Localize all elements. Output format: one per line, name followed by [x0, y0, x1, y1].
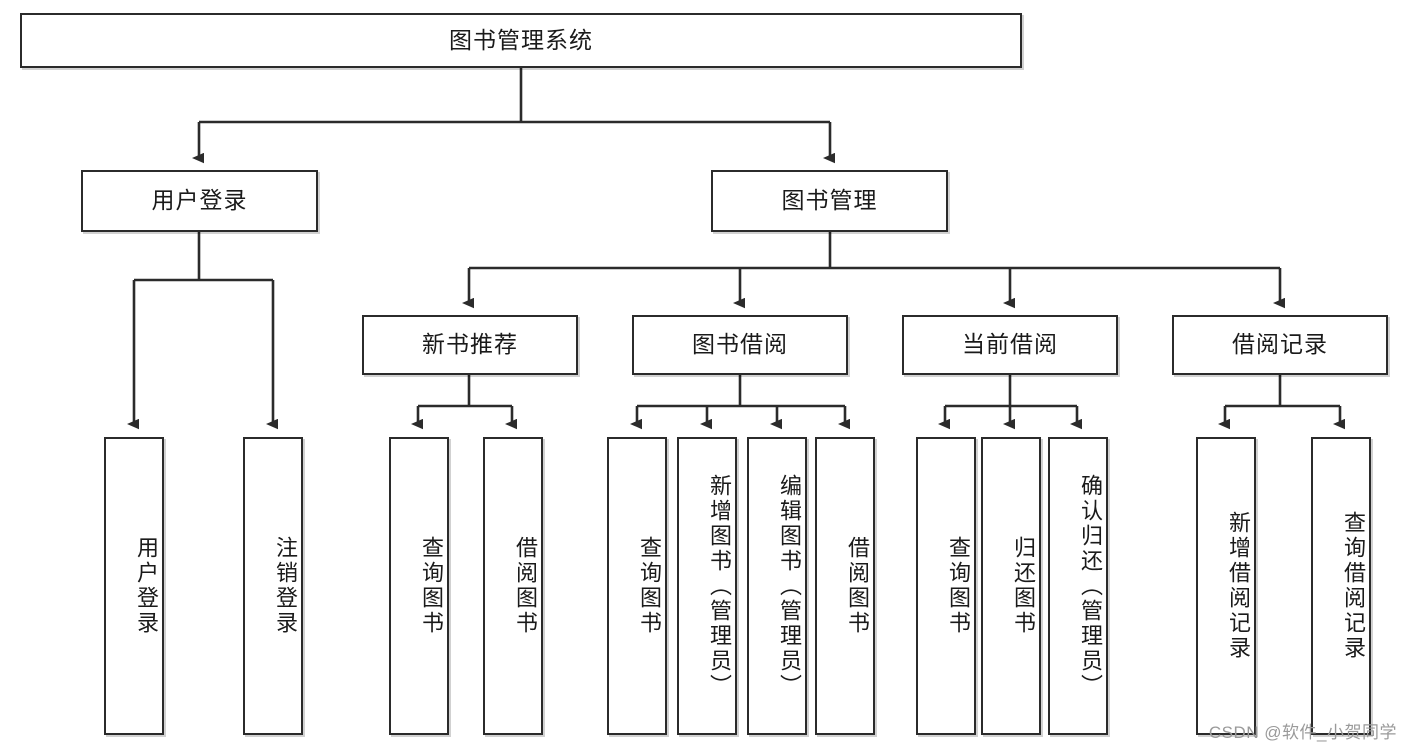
node-label: 图书借阅: [692, 331, 788, 358]
node-label: 查询图书: [419, 536, 444, 636]
leaf-add-borrow-record[interactable]: 新增借阅记录: [1196, 437, 1256, 735]
leaf-edit-book-admin[interactable]: 编辑图书（管理员）: [747, 437, 807, 735]
node-label: 查询图书: [946, 536, 971, 636]
node-label: 借阅记录: [1232, 331, 1328, 358]
leaf-query-book-current[interactable]: 查询图书: [916, 437, 976, 735]
node-new-book-recommend[interactable]: 新书推荐: [362, 315, 578, 375]
leaf-query-borrow-record[interactable]: 查询借阅记录: [1311, 437, 1371, 735]
leaf-confirm-return-admin[interactable]: 确认归还（管理员）: [1048, 437, 1108, 735]
leaf-query-book-new-recommend[interactable]: 查询图书: [389, 437, 449, 735]
node-borrow-record[interactable]: 借阅记录: [1172, 315, 1388, 375]
node-label: 查询图书: [637, 536, 662, 636]
node-label: 确认归还（管理员）: [1078, 473, 1103, 699]
node-label: 图书管理系统: [449, 26, 593, 53]
leaf-add-book-admin[interactable]: 新增图书（管理员）: [677, 437, 737, 735]
leaf-logout-login[interactable]: 注销登录: [243, 437, 303, 735]
leaf-query-book-borrow[interactable]: 查询图书: [607, 437, 667, 735]
leaf-borrow-book-borrow[interactable]: 借阅图书: [815, 437, 875, 735]
node-label: 新书推荐: [422, 331, 518, 358]
node-label: 图书管理: [781, 187, 878, 214]
node-label: 当前借阅: [962, 331, 1058, 358]
node-label: 编辑图书（管理员）: [777, 473, 802, 699]
node-label: 注销登录: [273, 536, 298, 636]
node-label: 新增借阅记录: [1226, 511, 1251, 661]
node-label: 用户登录: [151, 187, 248, 214]
node-label: 新增图书（管理员）: [707, 473, 732, 699]
leaf-borrow-book-new-recommend[interactable]: 借阅图书: [483, 437, 543, 735]
leaf-return-book[interactable]: 归还图书: [981, 437, 1041, 735]
node-label: 归还图书: [1011, 536, 1036, 636]
node-current-borrow[interactable]: 当前借阅: [902, 315, 1118, 375]
node-label: 借阅图书: [513, 536, 538, 636]
node-label: 查询借阅记录: [1341, 511, 1366, 661]
node-book-management-system[interactable]: 图书管理系统: [20, 13, 1022, 68]
node-book-borrow[interactable]: 图书借阅: [632, 315, 848, 375]
leaf-user-login[interactable]: 用户登录: [104, 437, 164, 735]
node-book-management[interactable]: 图书管理: [711, 170, 948, 232]
node-user-login[interactable]: 用户登录: [81, 170, 318, 232]
node-label: 用户登录: [134, 536, 159, 636]
watermark-text: CSDN @软件_小贺同学: [1208, 723, 1397, 742]
node-label: 借阅图书: [845, 536, 870, 636]
